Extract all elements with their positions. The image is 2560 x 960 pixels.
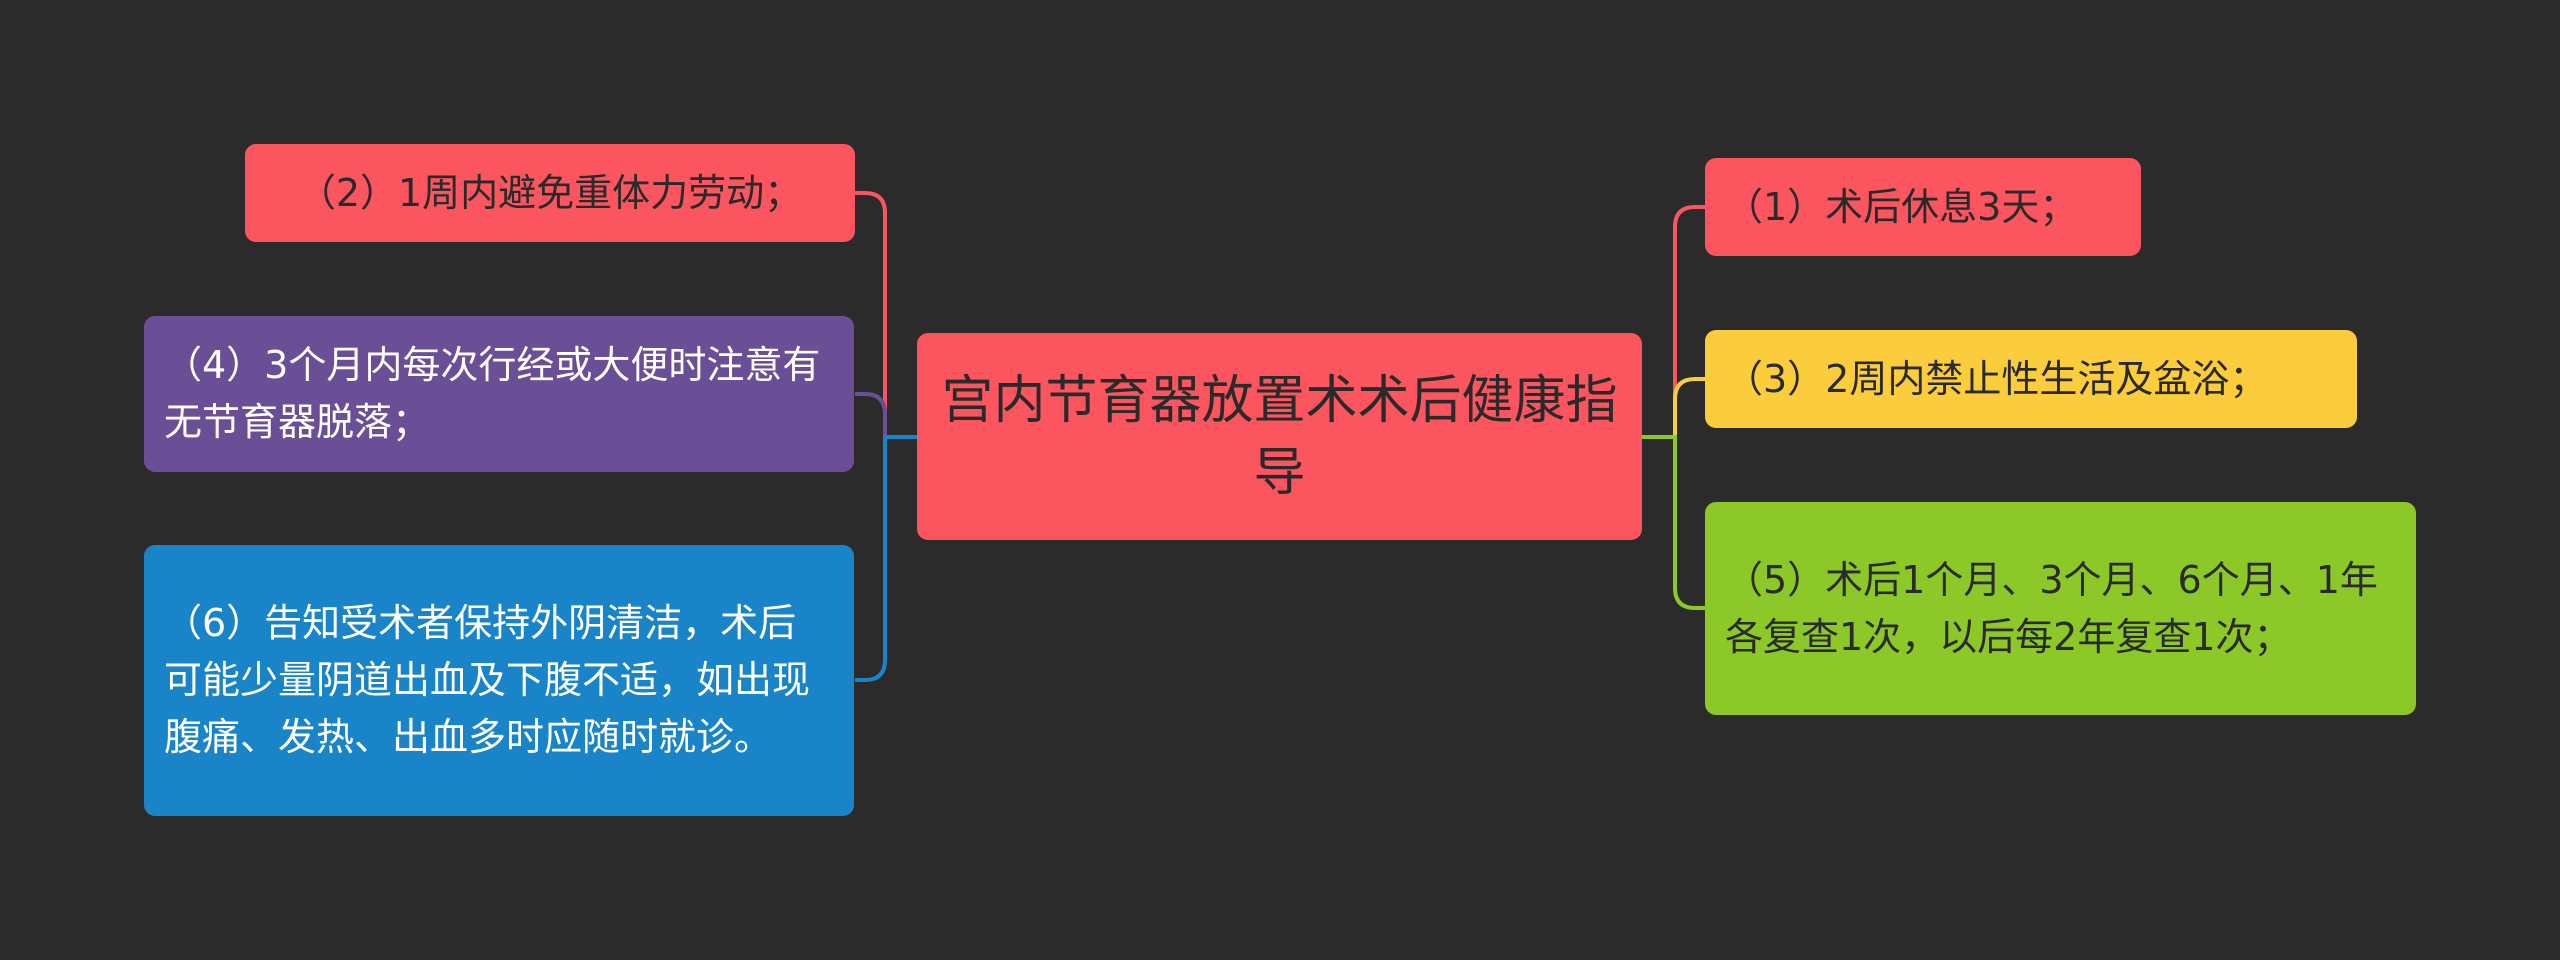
topic-node-4[interactable]: （4）3个月内每次行经或大便时注意有无节育器脱落；	[144, 316, 854, 472]
connector-n5	[1642, 435, 1705, 610]
topic-node-1[interactable]: （1）术后休息3天；	[1705, 158, 2141, 256]
topic-node-4-label: （4）3个月内每次行经或大便时注意有无节育器脱落；	[164, 343, 821, 444]
topic-node-5-label: （5）术后1个月、3个月、6个月、1年各复查1次，以后每2年复查1次；	[1725, 557, 2378, 659]
connector-n6	[855, 435, 917, 682]
topic-node-1-label: （1）术后休息3天；	[1725, 184, 2078, 229]
topic-node-3[interactable]: （3）2周内禁止性生活及盆浴；	[1705, 330, 2357, 428]
connector-n1	[1642, 205, 1705, 439]
topic-node-2-label: （2）1周内避免重体力劳动；	[297, 170, 803, 215]
topic-node-3-label: （3）2周内禁止性生活及盆浴；	[1725, 356, 2268, 401]
connector-n4	[855, 392, 917, 439]
connector-n2	[855, 191, 917, 439]
central-topic-label: 宫内节育器放置术术后健康指导	[941, 370, 1618, 503]
topic-node-5[interactable]: （5）术后1个月、3个月、6个月、1年各复查1次，以后每2年复查1次；	[1705, 502, 2416, 715]
topic-node-6[interactable]: （6）告知受术者保持外阴清洁，术后可能少量阴道出血及下腹不适，如出现腹痛、发热、…	[144, 545, 854, 816]
topic-node-6-label: （6）告知受术者保持外阴清洁，术后可能少量阴道出血及下腹不适，如出现腹痛、发热、…	[164, 601, 811, 759]
connector-n3	[1642, 377, 1705, 439]
central-topic[interactable]: 宫内节育器放置术术后健康指导	[917, 333, 1642, 540]
topic-node-2[interactable]: （2）1周内避免重体力劳动；	[245, 144, 855, 242]
